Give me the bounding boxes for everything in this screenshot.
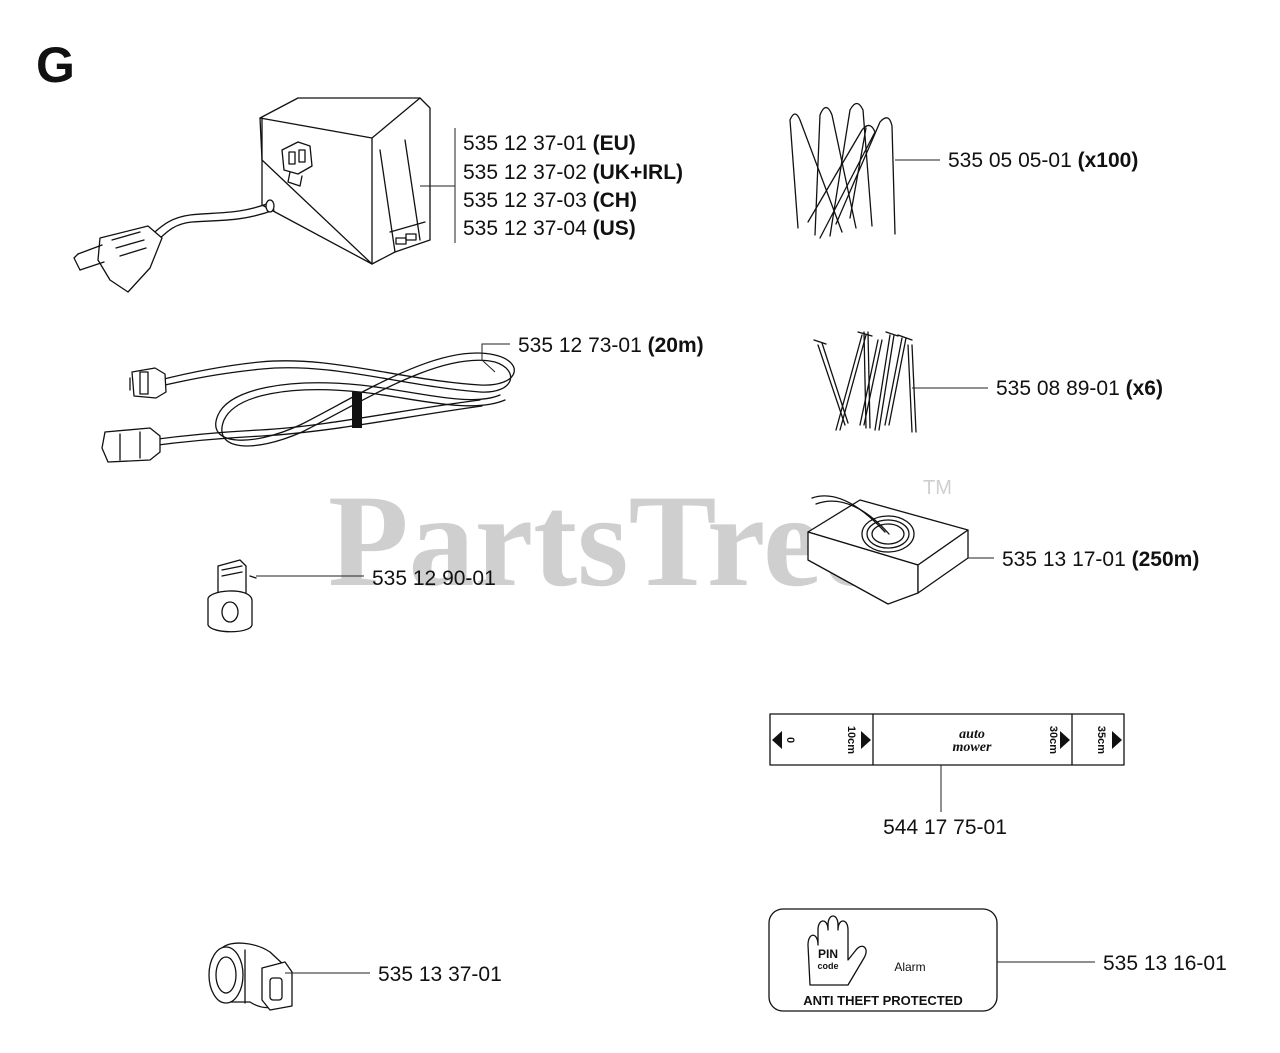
watermark-text: PartsTree bbox=[328, 467, 880, 614]
part-label-wire-box[interactable]: 535 13 17-01 (250m) bbox=[1002, 548, 1199, 571]
gauge-mark-zero: 0 bbox=[784, 737, 796, 743]
gauge-thirty-arrow-icon bbox=[1060, 731, 1070, 749]
connector-illustration[interactable] bbox=[207, 559, 257, 633]
part-label-transformer-eu: 535 12 37-01 (EU) bbox=[463, 132, 636, 155]
gauge-mark-thirty: 30cm bbox=[1047, 726, 1059, 754]
part-label-gauge[interactable]: 544 17 75-01 bbox=[883, 816, 1007, 839]
section-letter: G bbox=[36, 37, 75, 93]
gauge-logo-top: auto bbox=[959, 727, 985, 742]
part-label-pegs[interactable]: 535 08 89-01 (x6) bbox=[996, 377, 1163, 400]
gauge-mark-ten: 10cm bbox=[845, 726, 857, 754]
part-label-connector[interactable]: 535 12 90-01 bbox=[372, 567, 496, 590]
decal-pin: PIN bbox=[818, 947, 838, 961]
pegs-illustration[interactable] bbox=[813, 331, 917, 433]
decal-caption: ANTI THEFT PROTECTED bbox=[803, 993, 963, 1008]
staples-illustration[interactable] bbox=[789, 102, 896, 239]
gauge-logo-bottom: mower bbox=[953, 740, 992, 755]
gauge-left-arrow-icon bbox=[772, 731, 782, 749]
part-label-coupler[interactable]: 535 13 37-01 bbox=[378, 963, 502, 986]
part-label-cable[interactable]: 535 12 73-01 (20m) bbox=[518, 334, 704, 357]
decal-code: code bbox=[817, 961, 838, 971]
transformer-illustration[interactable] bbox=[73, 97, 431, 293]
cable-leader bbox=[481, 343, 510, 373]
decal-alarm: Alarm bbox=[894, 960, 925, 974]
gauge-illustration[interactable]: 0 10cm 30cm 35cm auto mower bbox=[769, 713, 1125, 766]
decal-illustration[interactable]: PIN code Alarm ANTI THEFT PROTECTED bbox=[768, 908, 998, 1012]
gauge-mark-thirtyfive: 35cm bbox=[1095, 726, 1107, 754]
gauge-end-arrow-icon bbox=[1112, 731, 1122, 749]
transformer-labels[interactable]: 535 12 37-01 (EU) 535 12 37-02 (UK+IRL) … bbox=[463, 132, 683, 240]
transformer-leader bbox=[420, 128, 456, 243]
part-label-transformer-ch: 535 12 37-03 (CH) bbox=[463, 189, 637, 212]
part-label-transformer-us: 535 12 37-04 (US) bbox=[463, 217, 636, 240]
part-label-staples[interactable]: 535 05 05-01 (x100) bbox=[948, 149, 1138, 172]
watermark-tm: TM bbox=[923, 477, 952, 499]
part-label-transformer-uk: 535 12 37-02 (UK+IRL) bbox=[463, 161, 683, 184]
cable-illustration[interactable] bbox=[101, 352, 515, 463]
coupler-illustration[interactable] bbox=[208, 942, 293, 1011]
watermark: PartsTree TM bbox=[328, 467, 952, 614]
part-label-decal[interactable]: 535 13 16-01 bbox=[1103, 952, 1227, 975]
hand-icon bbox=[807, 915, 867, 986]
gauge-ten-arrow-icon bbox=[861, 731, 871, 749]
